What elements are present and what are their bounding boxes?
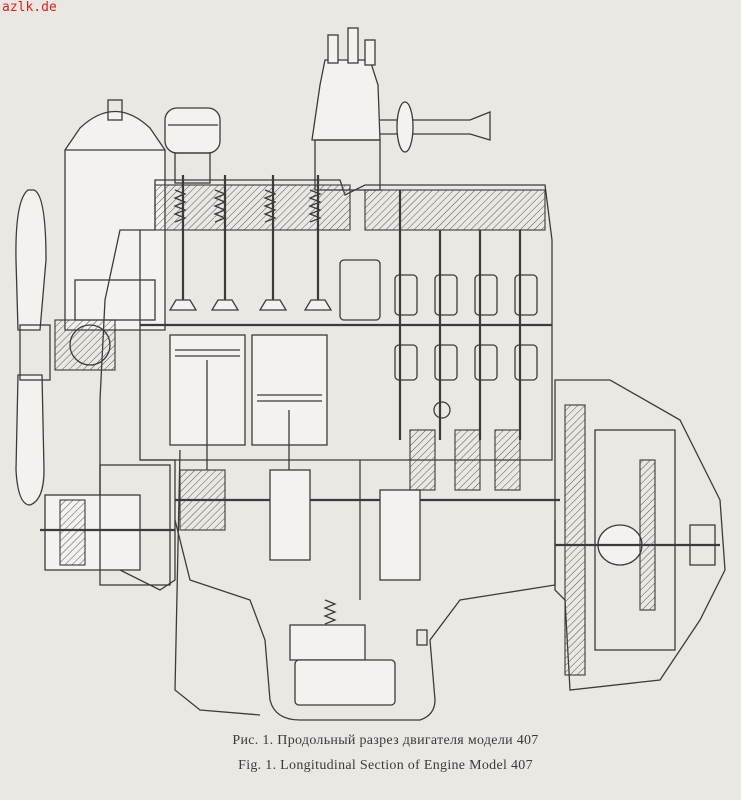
distributor <box>311 27 491 191</box>
clutch-housing <box>554 379 726 691</box>
caption-russian: Рис. 1. Продольный разрез двигателя моде… <box>232 733 539 748</box>
engine-section-drawing <box>15 27 726 721</box>
fan-blade <box>15 189 51 506</box>
breather-cap <box>164 107 221 184</box>
engine-block <box>139 175 553 480</box>
site-watermark: azlk.de <box>2 0 57 15</box>
oil-pan <box>174 519 556 721</box>
oil-filter <box>64 99 166 331</box>
crankshaft-pulley <box>40 464 175 586</box>
dipstick <box>174 449 261 716</box>
caption-english: Fig. 1. Longitudinal Section of Engine M… <box>238 758 533 773</box>
crankshaft <box>175 429 560 600</box>
